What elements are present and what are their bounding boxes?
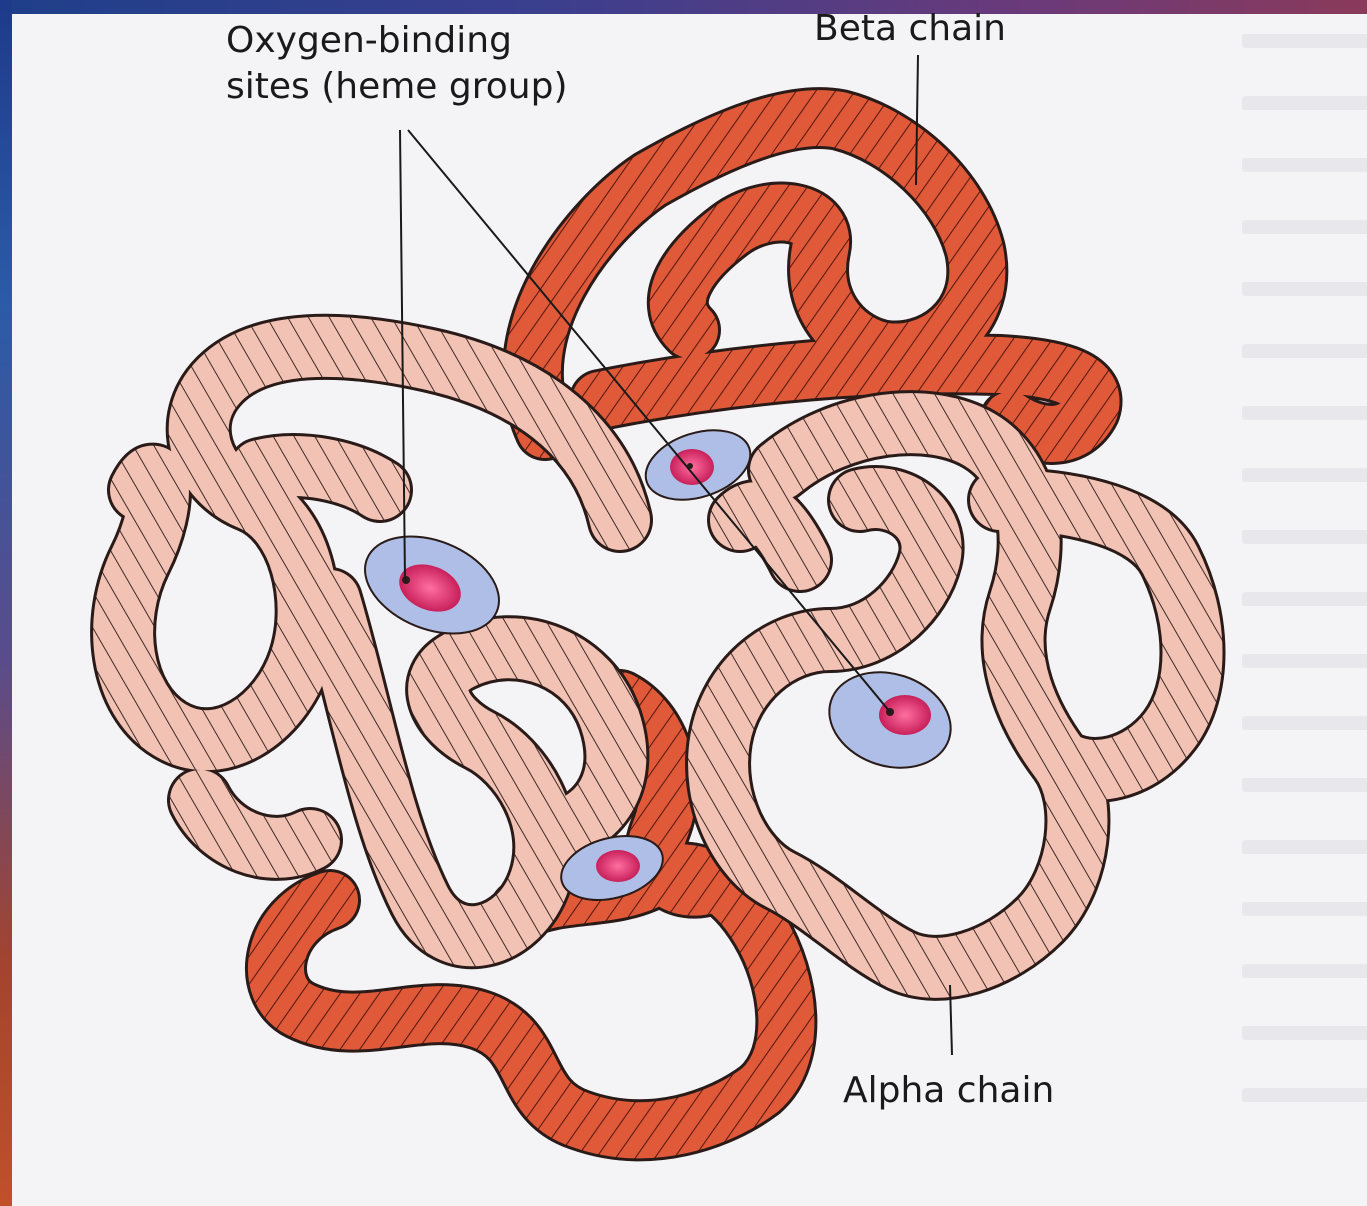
heme-group-right — [817, 657, 963, 783]
label-oxygen-line1: Oxygen-binding — [226, 18, 512, 64]
label-alpha-chain: Alpha chain — [843, 1068, 1054, 1114]
label-beta-chain: Beta chain — [814, 6, 1006, 52]
alpha-chain-left — [123, 347, 620, 936]
alpha-chain-right — [718, 423, 1192, 968]
label-oxygen-line2: sites (heme group) — [226, 64, 568, 110]
beta-chain-top — [533, 118, 1092, 434]
